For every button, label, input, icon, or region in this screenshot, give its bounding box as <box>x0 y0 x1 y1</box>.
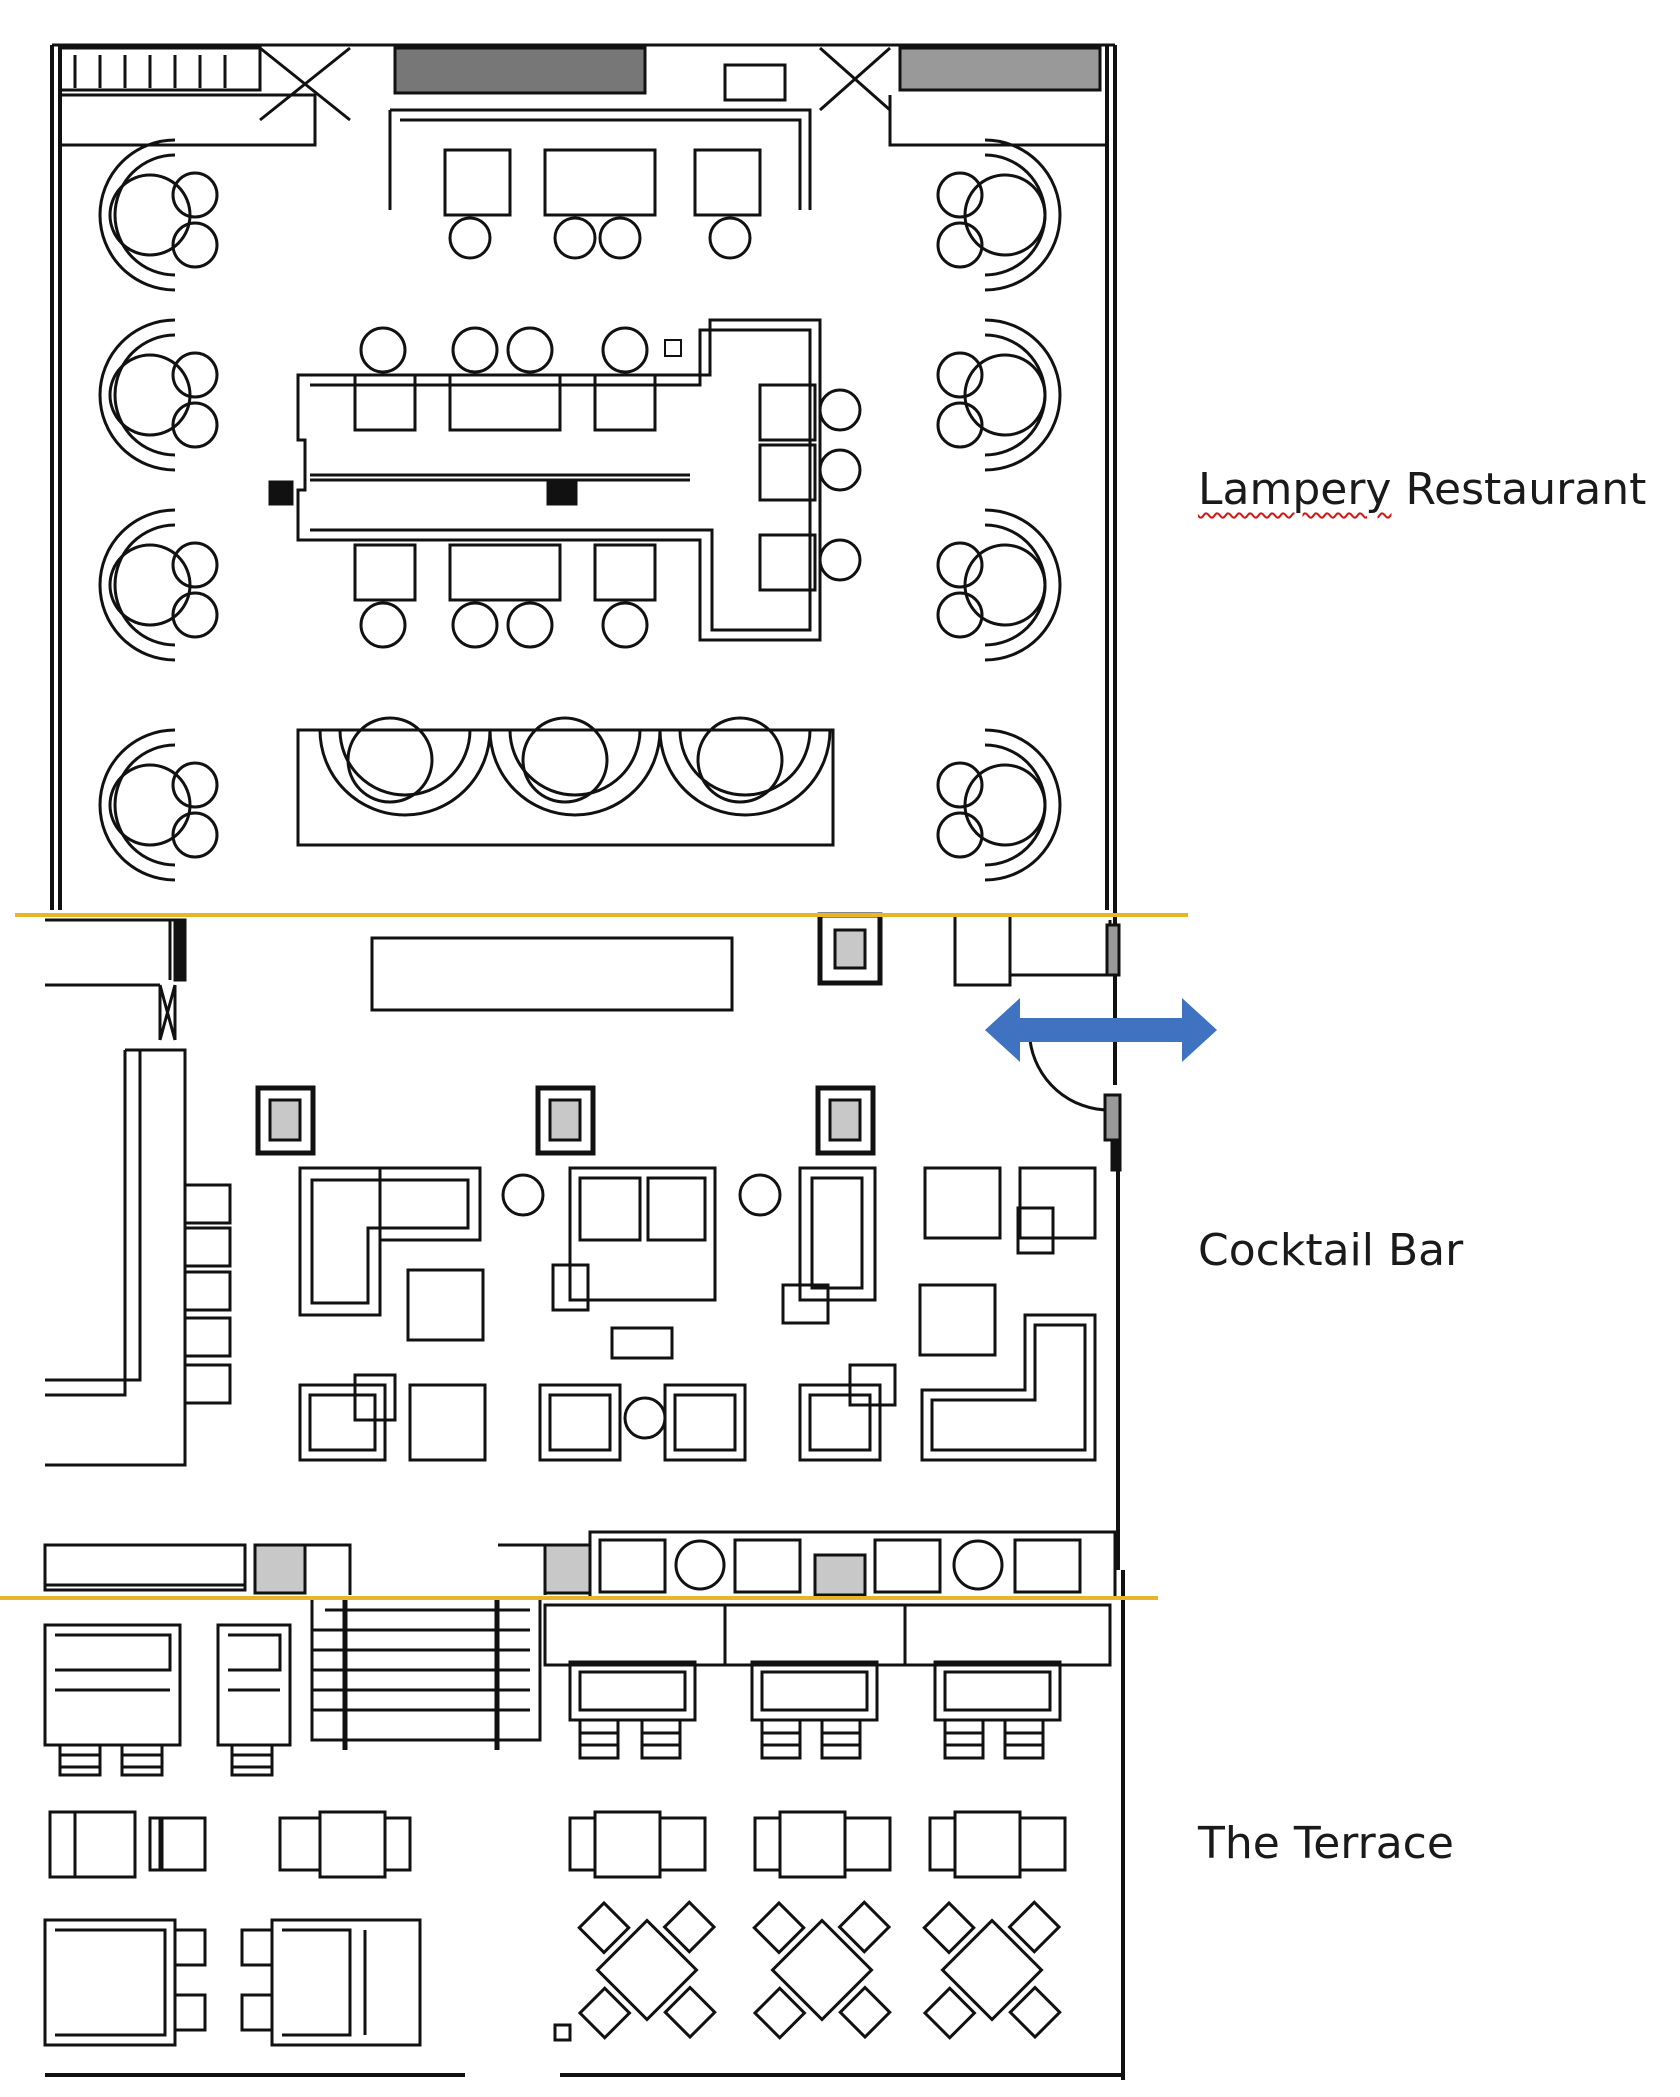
label-restaurant-word1: Lampery <box>1198 464 1392 515</box>
terrace-furniture <box>43 1598 1112 2047</box>
cocktail-bar-furniture <box>43 912 1122 1600</box>
diamond-table-1 <box>577 1900 717 2040</box>
top-frontage <box>58 46 1107 147</box>
restaurant-right-booths <box>936 138 1062 882</box>
label-terrace: The Terrace <box>1198 1818 1454 1869</box>
restaurant-banquettes <box>268 108 862 847</box>
diamond-table-2 <box>752 1900 892 2040</box>
restaurant-left-booths <box>98 138 219 882</box>
label-restaurant: Lampery Restaurant <box>1198 464 1646 515</box>
label-restaurant-word2: Restaurant <box>1391 464 1647 515</box>
diamond-table-3 <box>922 1900 1062 2040</box>
double-arrow-icon <box>985 998 1217 1062</box>
label-cocktail-bar: Cocktail Bar <box>1198 1225 1464 1276</box>
outer-walls <box>45 43 1125 2080</box>
